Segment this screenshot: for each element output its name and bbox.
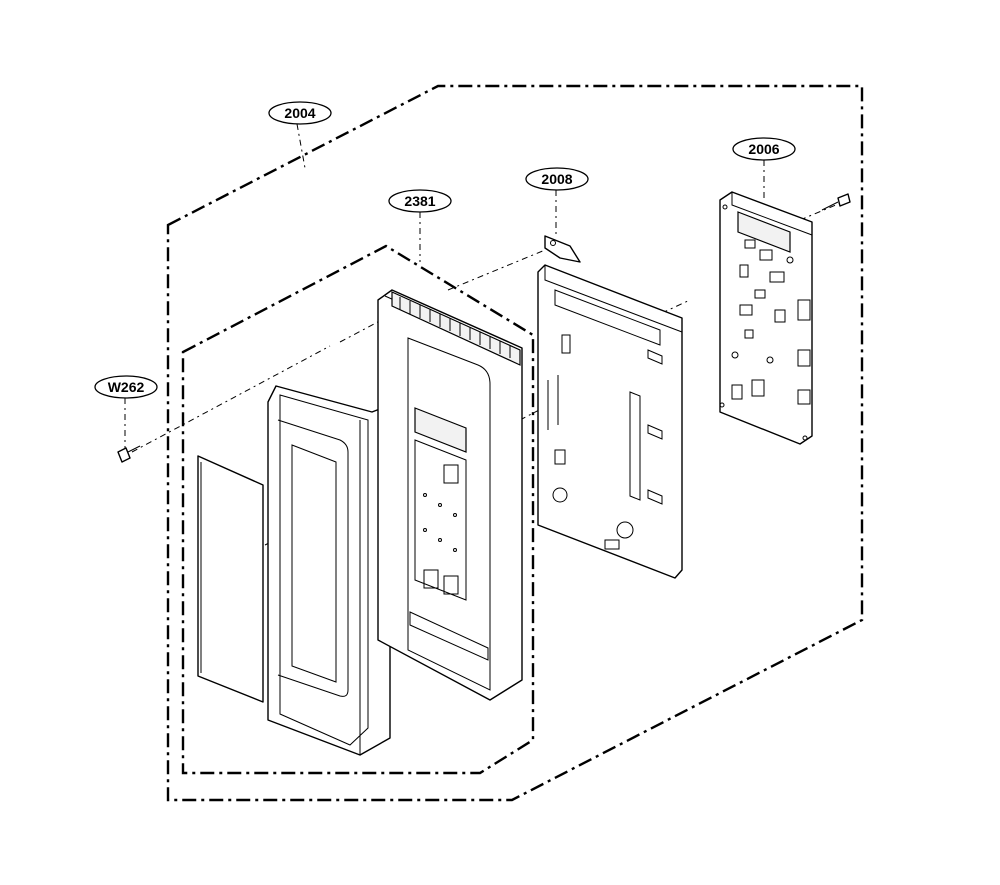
svg-text:2004: 2004 <box>284 105 315 121</box>
main-pcb-part <box>719 191 813 445</box>
svg-text:2008: 2008 <box>541 171 572 187</box>
control-panel-part <box>377 289 523 701</box>
callout-2008: 2008 <box>525 167 589 191</box>
pcb-screw <box>821 193 851 211</box>
pcb-bracket-part <box>537 235 683 579</box>
callout-2381: 2381 <box>388 189 452 213</box>
door-frame-part <box>267 385 391 756</box>
svg-text:2381: 2381 <box>404 193 435 209</box>
callout-2004: 2004 <box>268 101 332 125</box>
pcb-components <box>731 239 811 405</box>
keypad-holes <box>423 464 459 595</box>
assembly-2004-boundary <box>166 84 864 802</box>
screw-w262 <box>117 445 141 463</box>
assembly-2381-boundary <box>181 244 535 775</box>
svg-text:2006: 2006 <box>748 141 779 157</box>
svg-text:W262: W262 <box>108 379 145 395</box>
vent-grille <box>391 291 521 366</box>
callout-2006: 2006 <box>732 137 796 161</box>
callout-w262: W262 <box>94 375 158 399</box>
display-window <box>414 407 467 453</box>
window-film-part <box>197 455 264 703</box>
